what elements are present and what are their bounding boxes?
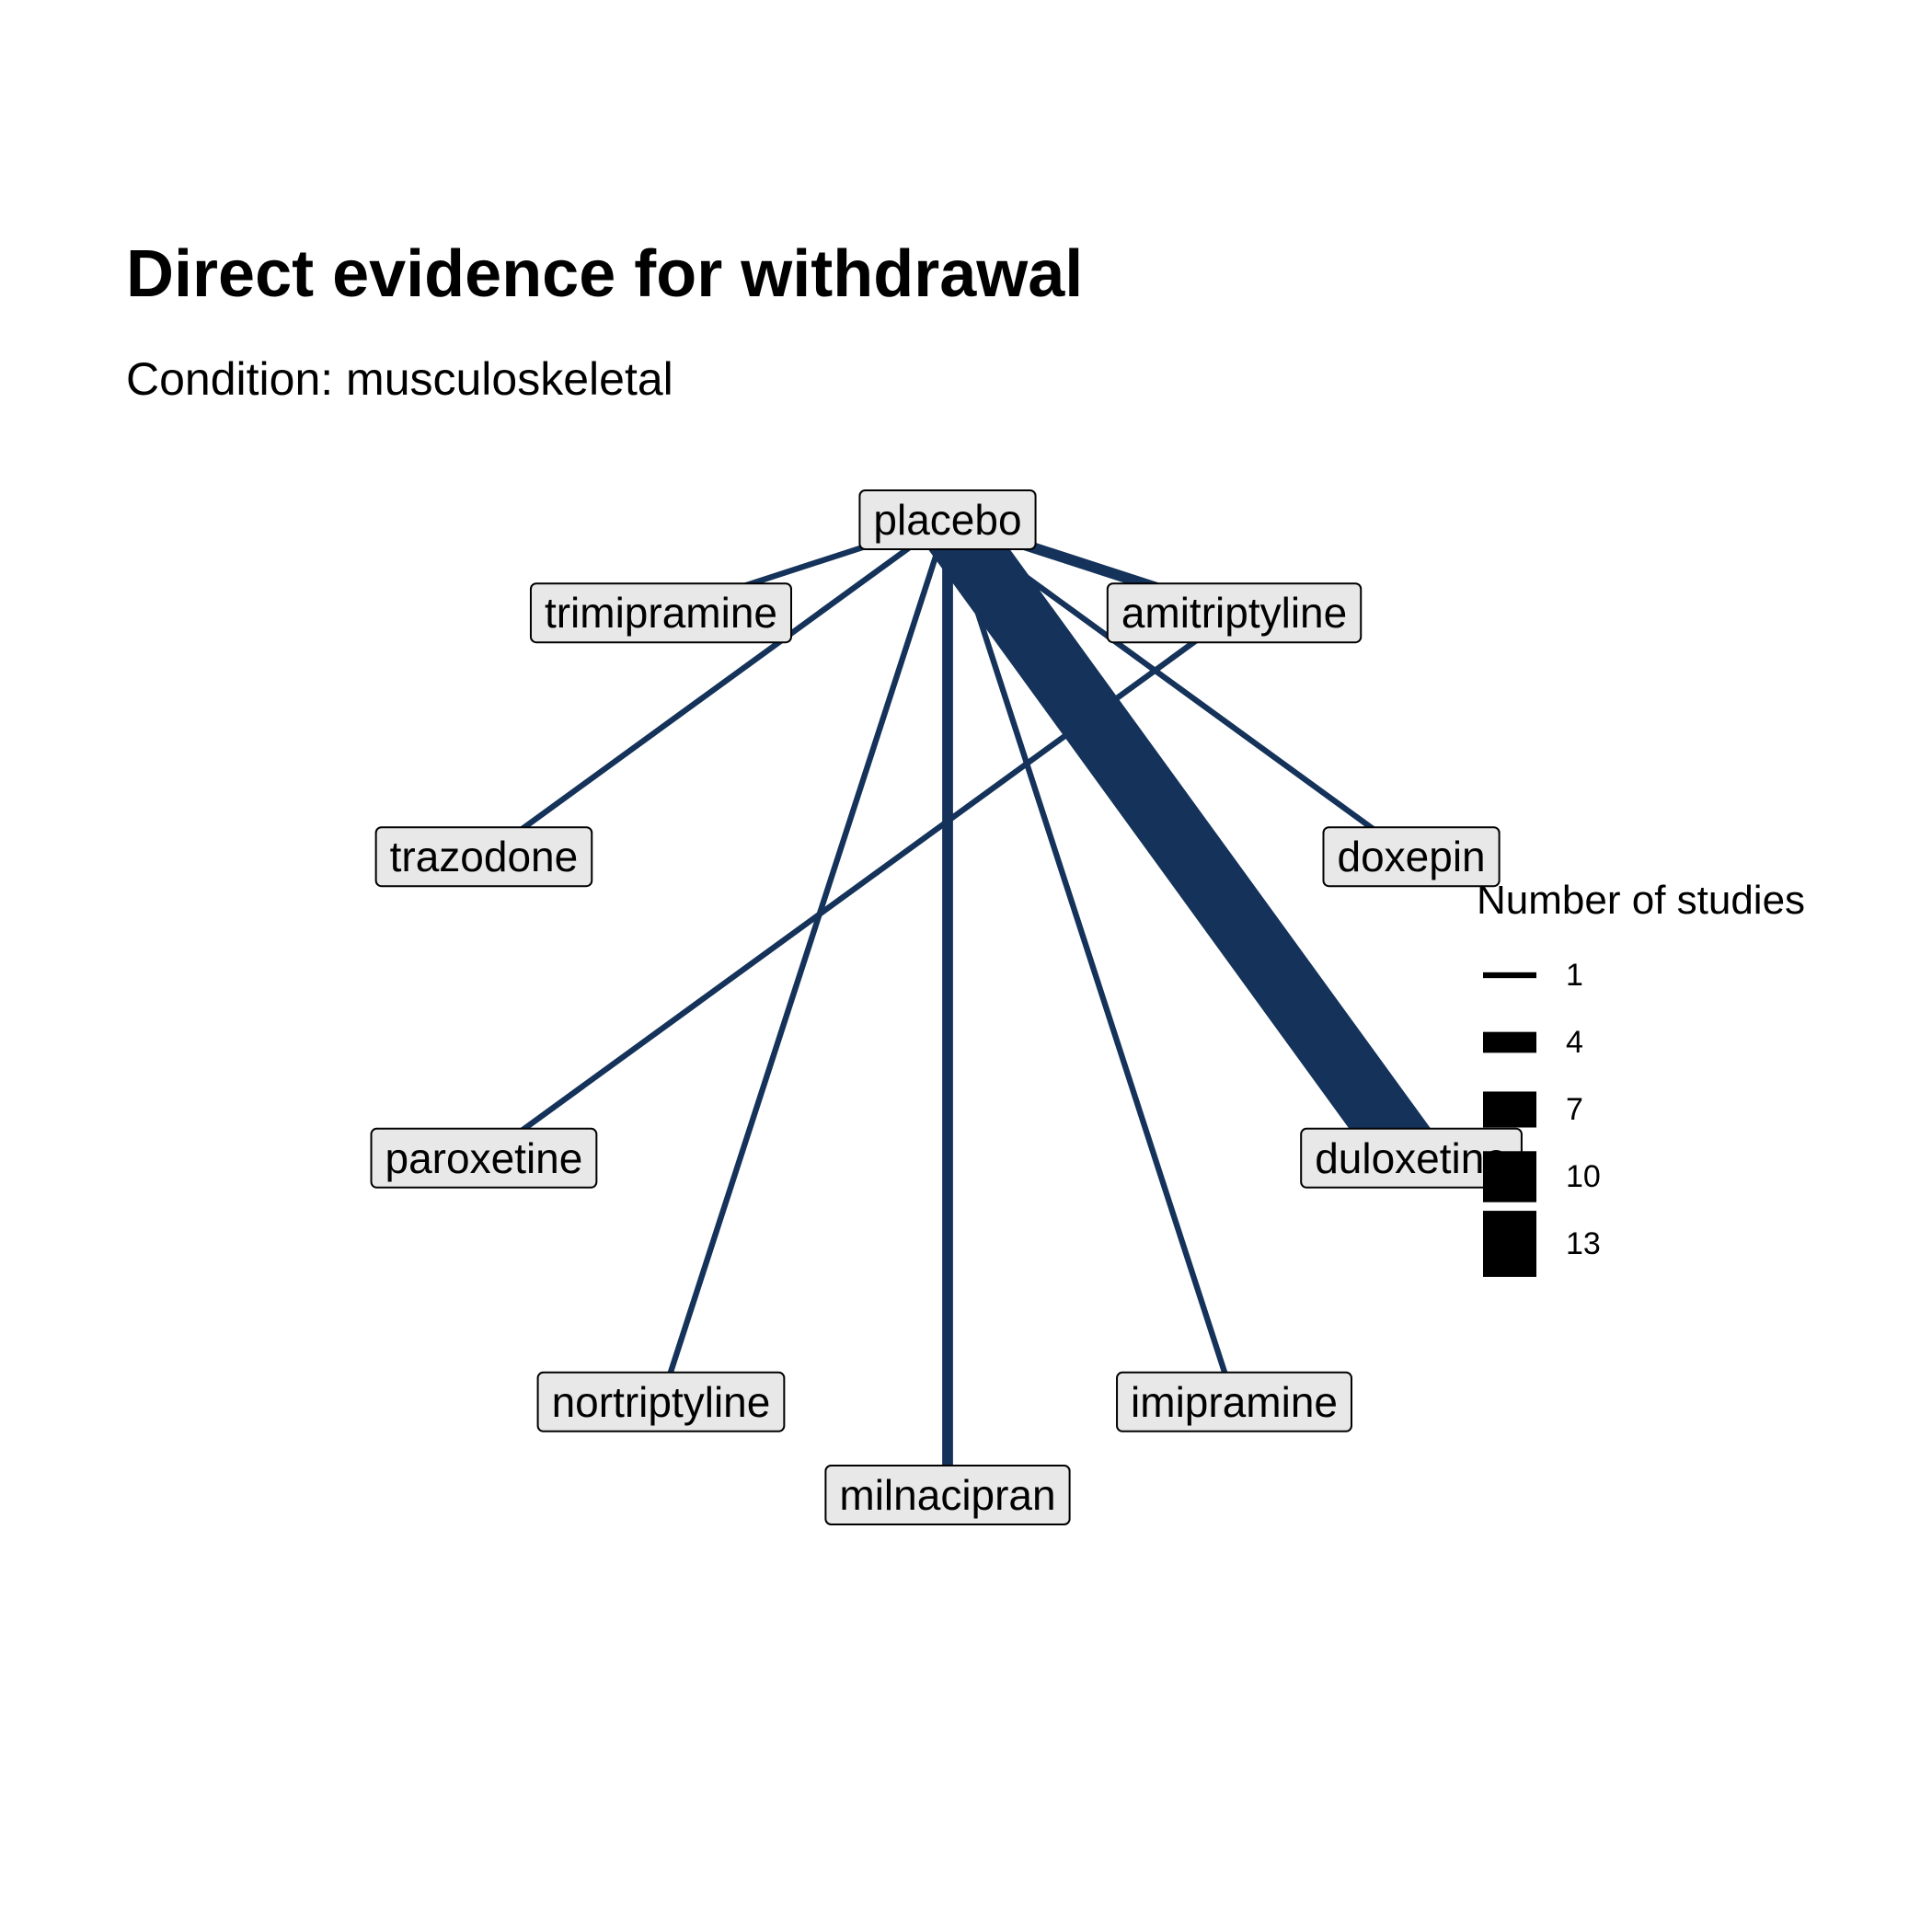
node-label: duloxetine — [1315, 1134, 1508, 1182]
node-box — [529, 582, 792, 644]
node-label: doxepin — [1337, 833, 1485, 880]
chart-title: Direct evidence for withdrawal — [126, 237, 1084, 311]
node-label: trimipramine — [545, 589, 777, 637]
node-label: imipramine — [1131, 1378, 1338, 1426]
node-label: nortriptyline — [552, 1378, 771, 1426]
node-duloxetine: duloxetine — [1300, 1127, 1523, 1189]
nodes-layer: placebo trimipramine trazodone amitriptylin… — [370, 489, 1523, 1525]
node-box — [824, 1465, 1071, 1525]
node-label: placebo — [873, 496, 1021, 544]
legend-label-4: 4 — [1566, 1025, 1583, 1060]
node-trimipramine: trimipramine — [529, 582, 792, 644]
legend-label-1: 1 — [1566, 958, 1583, 993]
node-placebo: placebo — [858, 489, 1037, 550]
edge-placebo-duloxetine — [920, 500, 1439, 1178]
edge-amitriptyline-paroxetine — [482, 610, 1236, 1161]
legend-key-7 — [1483, 1091, 1536, 1128]
legend: Number of studies 1 4 7 10 13 — [1477, 878, 1805, 1277]
node-label: amitriptyline — [1121, 589, 1347, 637]
legend-key-13 — [1483, 1211, 1536, 1277]
node-label: trazodone — [390, 833, 579, 880]
edge-placebo-nortriptyline — [658, 519, 950, 1403]
node-imipramine: imipramine — [1116, 1371, 1353, 1432]
edge-placebo-imipramine — [945, 519, 1237, 1403]
legend-key-10 — [1483, 1151, 1536, 1202]
node-nortriptyline: nortriptyline — [536, 1371, 786, 1432]
node-milnacipran: milnacipran — [824, 1465, 1071, 1525]
node-box — [1106, 582, 1363, 644]
node-trazodone: trazodone — [374, 826, 593, 888]
legend-key-1 — [1483, 972, 1536, 979]
node-box — [858, 489, 1037, 550]
node-label: paroxetine — [385, 1134, 583, 1182]
node-box — [374, 826, 593, 888]
chart-subtitle: Condition: musculoskeletal — [126, 353, 673, 405]
node-box — [1322, 826, 1501, 888]
edges-layer — [482, 500, 1439, 1495]
legend-label-10: 10 — [1566, 1159, 1601, 1194]
node-box — [1116, 1371, 1353, 1432]
legend-label-13: 13 — [1566, 1226, 1601, 1261]
legend-key-4 — [1483, 1031, 1536, 1053]
edge-placebo-trazodone — [482, 517, 949, 859]
legend-title: Number of studies — [1477, 878, 1805, 923]
node-label: milnacipran — [839, 1471, 1055, 1519]
node-doxepin: doxepin — [1322, 826, 1501, 888]
node-box — [536, 1371, 786, 1432]
node-box — [370, 1127, 598, 1189]
node-paroxetine: paroxetine — [370, 1127, 598, 1189]
legend-label-7: 7 — [1566, 1092, 1583, 1127]
node-amitriptyline: amitriptyline — [1106, 582, 1363, 644]
